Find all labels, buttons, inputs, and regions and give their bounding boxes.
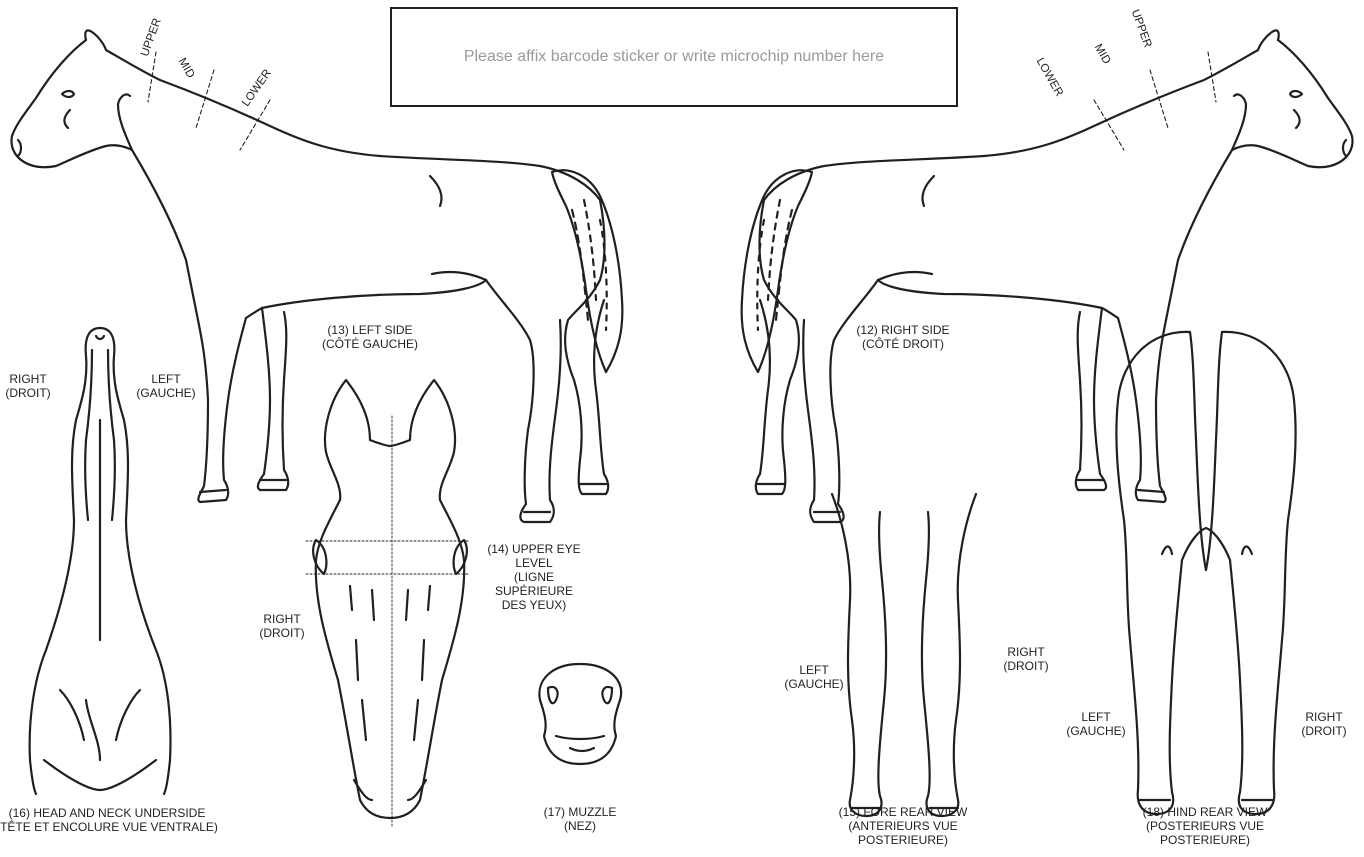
head-right-side-label: RIGHT(DROIT): [252, 612, 312, 640]
head-underside-caption: (16) HEAD AND NECK UNDERSIDE(TÊTE ET ENC…: [0, 806, 232, 834]
hind-rear-view-outline: [1116, 332, 1295, 814]
muzzle-caption: (17) MUZZLE(NEZ): [530, 805, 630, 833]
barcode-instruction: Please affix barcode sticker or write mi…: [464, 48, 884, 66]
hind-left-side-label: LEFT(GAUCHE): [1056, 710, 1136, 738]
fore-left-side-label: LEFT(GAUCHE): [774, 663, 854, 691]
neck-right-side-label: RIGHT(DROIT): [0, 372, 56, 400]
barcode-placeholder-box[interactable]: Please affix barcode sticker or write mi…: [390, 7, 958, 107]
fore-right-side-label: RIGHT(DROIT): [996, 645, 1056, 673]
muzzle-outline: [539, 664, 621, 764]
fore-rear-view-outline: [832, 494, 976, 816]
head-front-outline: [313, 380, 467, 818]
neck-left-side-label: LEFT(GAUCHE): [128, 372, 204, 400]
left-side-caption: (13) LEFT SIDE(CÔTÉ GAUCHE): [300, 323, 440, 351]
right-side-caption: (12) RIGHT SIDE(CÔTÉ DROIT): [838, 323, 968, 351]
hind-right-side-label: RIGHT(DROIT): [1294, 710, 1354, 738]
